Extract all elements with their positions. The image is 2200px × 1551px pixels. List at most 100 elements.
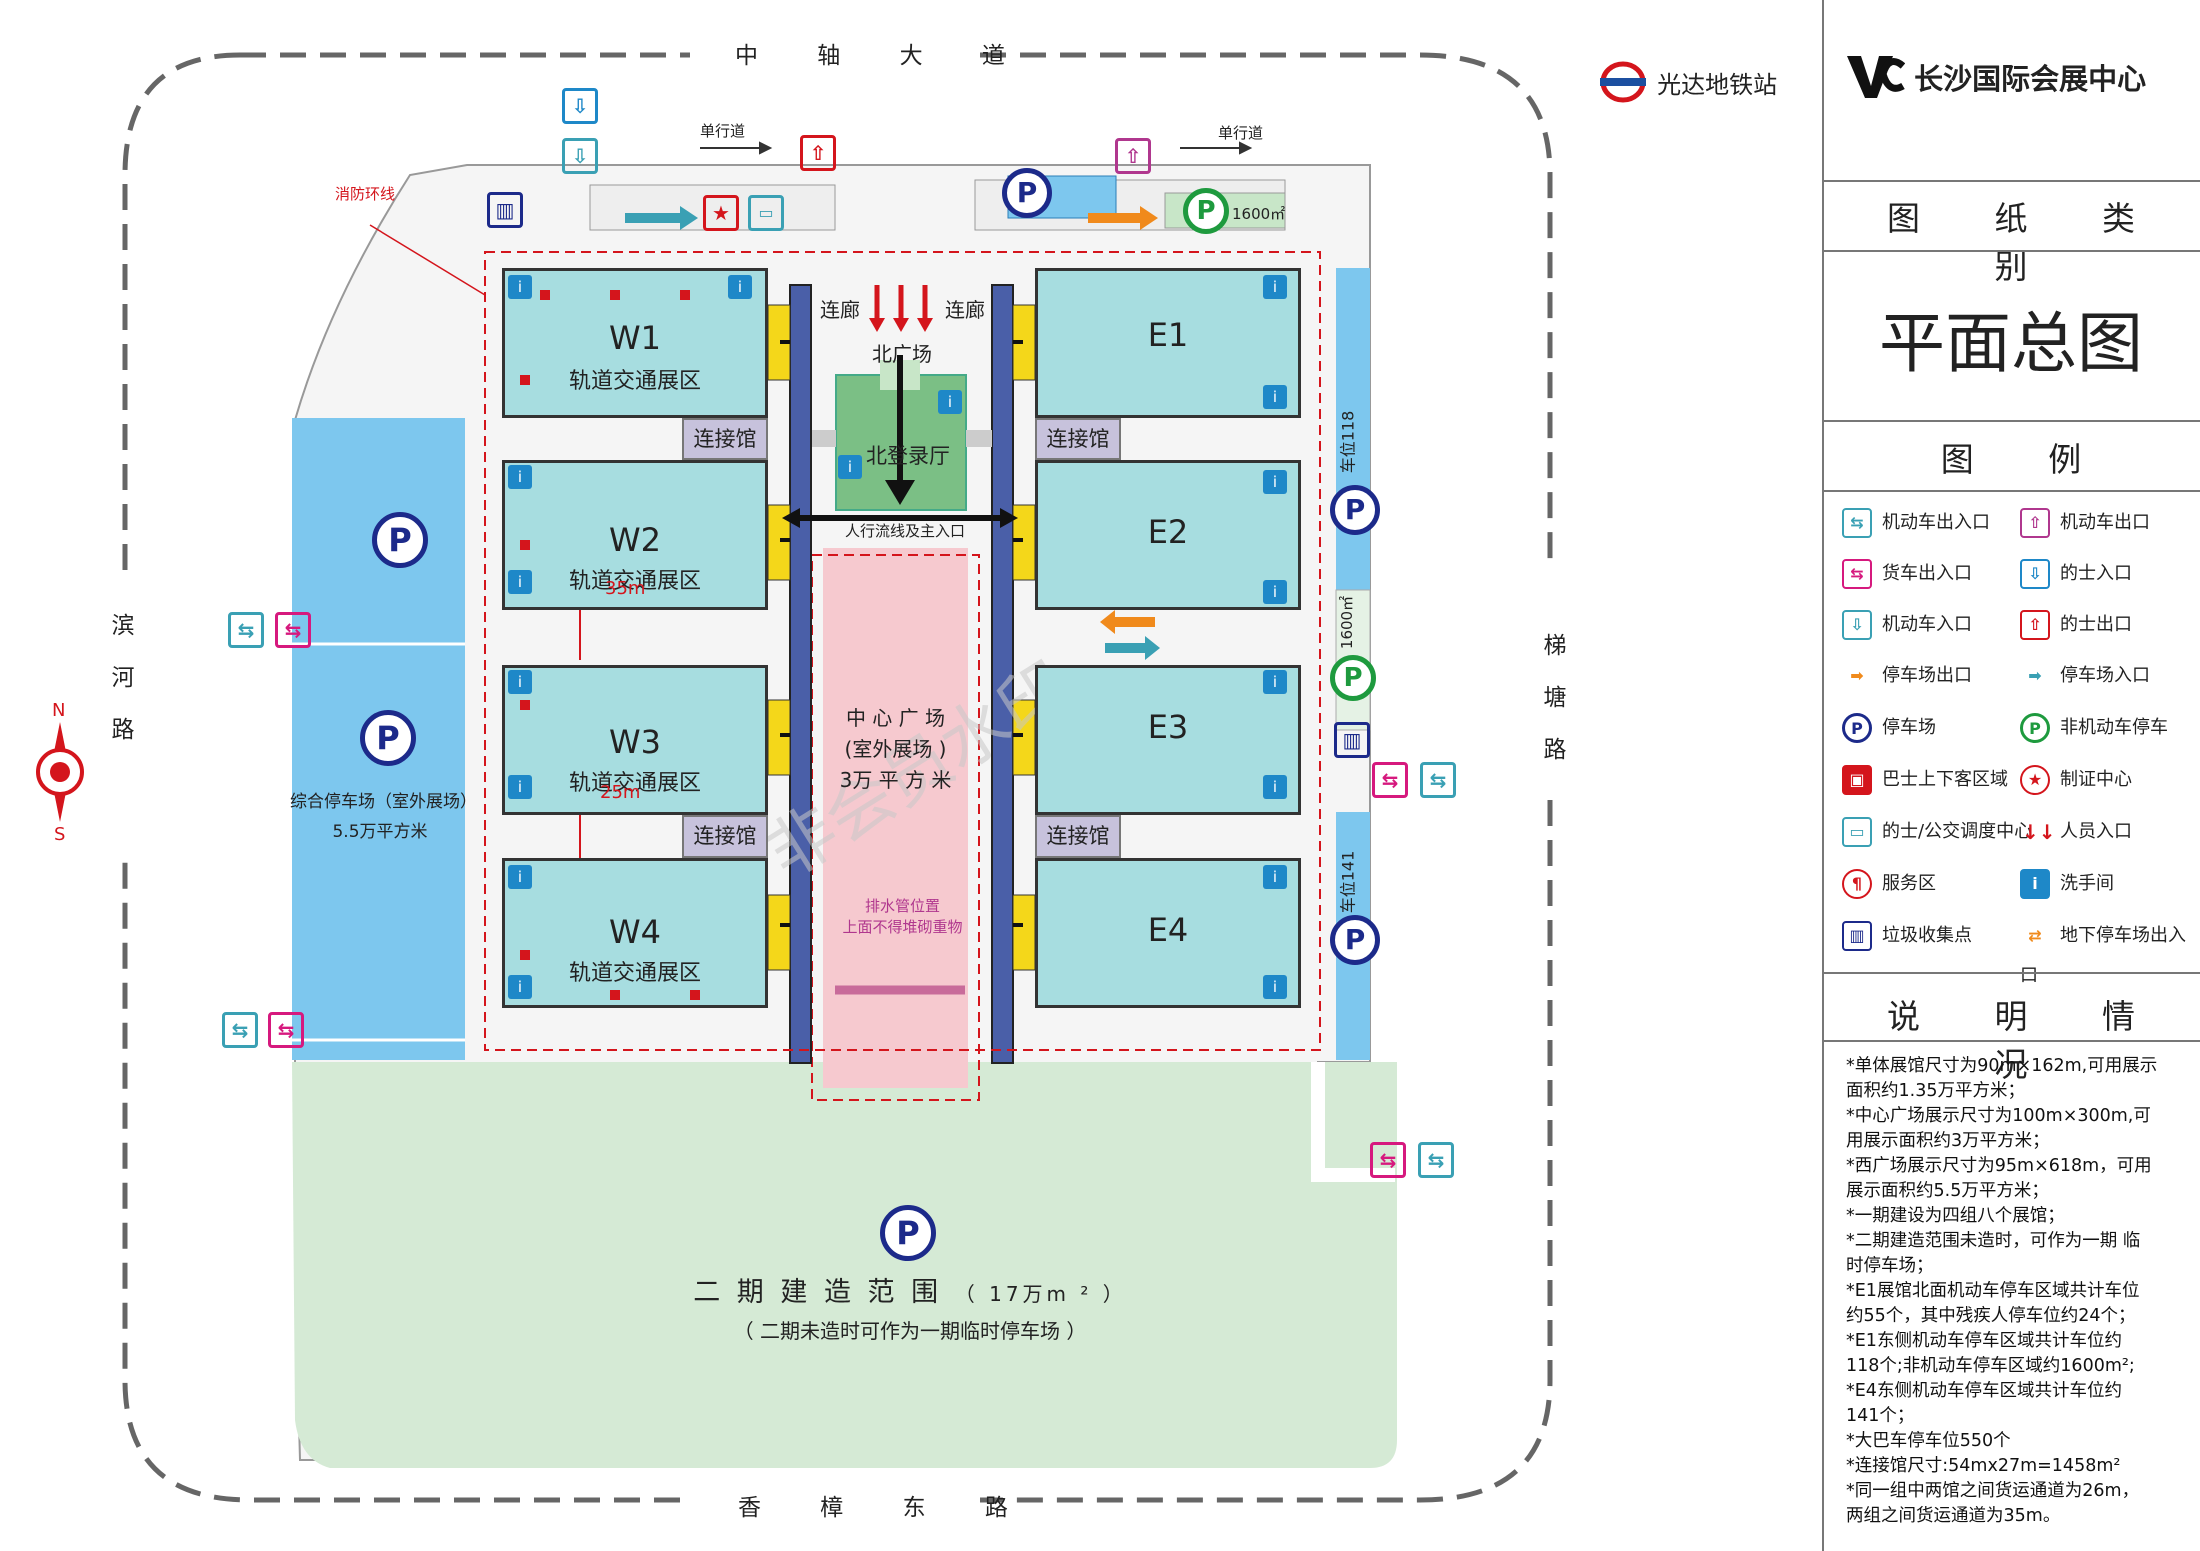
connector-hall[interactable]: 连接馆 (1035, 815, 1121, 858)
vehicle-exit-icon[interactable]: ⇧ (1115, 138, 1151, 174)
washroom-icon: i (1263, 385, 1287, 409)
bike-parking-icon[interactable]: P (1183, 188, 1229, 234)
parking-icon[interactable]: P (880, 1205, 936, 1261)
note-line: 118个;非机动车停车区域约1600m²; (1846, 1356, 2135, 1376)
hall-name: 轨道交通展区 (568, 961, 701, 986)
note-line: 用展示面积约3万平方米； (1846, 1131, 2050, 1151)
vehicle-exit-icon: ⇧ (2020, 508, 2050, 538)
washroom-icon: i (508, 465, 532, 489)
hall-e4[interactable]: E4 (1035, 858, 1301, 1008)
washroom-icon: i (1263, 670, 1287, 694)
washroom-icon: i (838, 455, 862, 479)
west-parking-label: 综合停车场（室外展场） 5.5万平方米 (290, 792, 477, 842)
people-entry-icon: ↓↓ (2022, 820, 2056, 844)
metro-station[interactable]: 光达地铁站 (1600, 60, 1777, 104)
phase2-area: （ 17万m ² ） (954, 1282, 1127, 1306)
connector-hall[interactable]: 连接馆 (682, 815, 768, 858)
note-line: *E1东侧机动车停车区域共计车位约 (1846, 1331, 2122, 1351)
gap-25-label: 25m (600, 782, 641, 803)
permit-center-icon: ★ (2020, 765, 2050, 795)
parking-icon[interactable]: P (360, 710, 416, 766)
compass-icon (36, 722, 84, 822)
note-line: *E1展馆北面机动车停车区域共计车位 (1846, 1281, 2140, 1301)
note-line: 约55个，其中残疾人停车位约24个； (1846, 1306, 2136, 1326)
bike-parking-icon[interactable]: P (1330, 655, 1376, 701)
hall-e3[interactable]: E3 (1035, 665, 1301, 815)
parking-icon[interactable]: P (1330, 915, 1380, 965)
compass-north: N (52, 700, 66, 721)
east-walkway (991, 284, 1014, 1064)
hall-w4[interactable]: W4 轨道交通展区 (502, 858, 768, 1008)
bus-icon: ▣ (1842, 765, 1872, 795)
brand-logo-icon (1847, 56, 1906, 98)
parking-icon[interactable]: P (372, 512, 428, 568)
road-west: 滨 河 路 (111, 613, 135, 743)
washroom-icon: i (2020, 869, 2050, 899)
truck-gate-icon: ⇆ (1842, 559, 1872, 589)
area-1600-label: 1600㎡ (1232, 205, 1286, 223)
note-line: 展示面积约5.5万平方米； (1846, 1181, 2049, 1201)
legend-trash: ▥垃圾收集点 (1842, 916, 1972, 956)
truck-gate-icon[interactable]: ⇆ (275, 612, 311, 648)
vehicle-gate-icon[interactable]: ⇆ (228, 612, 264, 648)
parking-icon[interactable]: P (1002, 168, 1052, 218)
taxi-entry-icon[interactable]: ⇩ (562, 88, 598, 124)
central-plaza-label: 中 心 广 场 (室外展场 ) 3万 平 方 米 (839, 706, 952, 792)
service-area-icon: ¶ (1842, 869, 1872, 899)
service-point-icon (520, 375, 530, 385)
legend-title: 图 例 (1940, 440, 2114, 479)
vehicle-gate-icon: ⇆ (1842, 508, 1872, 538)
taxi-exit-icon[interactable]: ⇧ (800, 135, 836, 171)
road-east: 梯 塘 路 (1540, 620, 1570, 776)
corridor-label: 连廊 (945, 298, 985, 322)
brand: 长沙国际会展中心 (1845, 52, 2146, 102)
service-point-icon (690, 990, 700, 1000)
washroom-icon: i (1263, 580, 1287, 604)
service-point-icon (610, 990, 620, 1000)
vehicle-entry-icon: ⇩ (1842, 610, 1872, 640)
vehicle-gate-icon[interactable]: ⇆ (1418, 1142, 1454, 1178)
legend-vehicle-entry: ⇩机动车入口 (1842, 605, 1972, 645)
parking-icon[interactable]: P (1330, 485, 1380, 535)
permit-center-icon[interactable]: ★ (703, 195, 739, 231)
connector-hall[interactable]: 连接馆 (682, 418, 768, 460)
divider (1822, 250, 2200, 252)
hall-e1[interactable]: E1 (1035, 268, 1301, 418)
hall-name: 轨道交通展区 (568, 771, 701, 796)
note-line: *西广场展示尺寸为95m×618m，可用 (1846, 1156, 2152, 1176)
vehicle-entry-icon[interactable]: ⇩ (562, 138, 598, 174)
service-point-icon (520, 700, 530, 710)
divider (1822, 420, 2200, 422)
road-south: 香 樟 东 路 (738, 1495, 1034, 1521)
legend-vehicle-gate: ⇆机动车出入口 (1842, 503, 1990, 543)
east-parking-118 (1336, 268, 1370, 615)
hall-code: E1 (1147, 316, 1189, 354)
taxi-bus-dispatch-icon: ▭ (1842, 817, 1872, 847)
service-point-icon (680, 290, 690, 300)
truck-gate-icon[interactable]: ⇆ (268, 1012, 304, 1048)
truck-gate-icon[interactable]: ⇆ (1372, 762, 1408, 798)
metro-logo-icon (1600, 61, 1646, 103)
note-line: *大巴车停车位550个 (1846, 1431, 2011, 1451)
note-line: 141个； (1846, 1406, 1915, 1426)
connector-hall[interactable]: 连接馆 (1035, 418, 1121, 460)
vehicle-gate-icon[interactable]: ⇆ (222, 1012, 258, 1048)
truck-gate-icon[interactable]: ⇆ (1370, 1142, 1406, 1178)
north-hall-label: 北登录厅 (866, 444, 950, 468)
vehicle-gate-icon[interactable]: ⇆ (1420, 762, 1456, 798)
hall-w2[interactable]: W2 轨道交通展区 (502, 460, 768, 610)
hall-e2[interactable]: E2 (1035, 460, 1301, 610)
taxi-entry-icon: ⇩ (2020, 559, 2050, 589)
hall-w3[interactable]: W3 轨道交通展区 (502, 665, 768, 815)
note-line: *二期建造范围未造时，可作为一期 临 (1846, 1231, 2141, 1251)
note-line: *连接馆尺寸:54mx27m=1458m² (1846, 1456, 2121, 1476)
hall-name: 轨道交通展区 (568, 369, 701, 394)
underground-exit-arrow (1100, 610, 1155, 634)
legend-vehicle-exit: ⇧机动车出口 (2020, 503, 2150, 543)
legend-dispatch: ▭的士/公交调度中心 (1842, 812, 2032, 852)
washroom-icon: i (508, 975, 532, 999)
compass-south: S (54, 824, 66, 845)
bike-parking-icon: P (2020, 713, 2050, 743)
